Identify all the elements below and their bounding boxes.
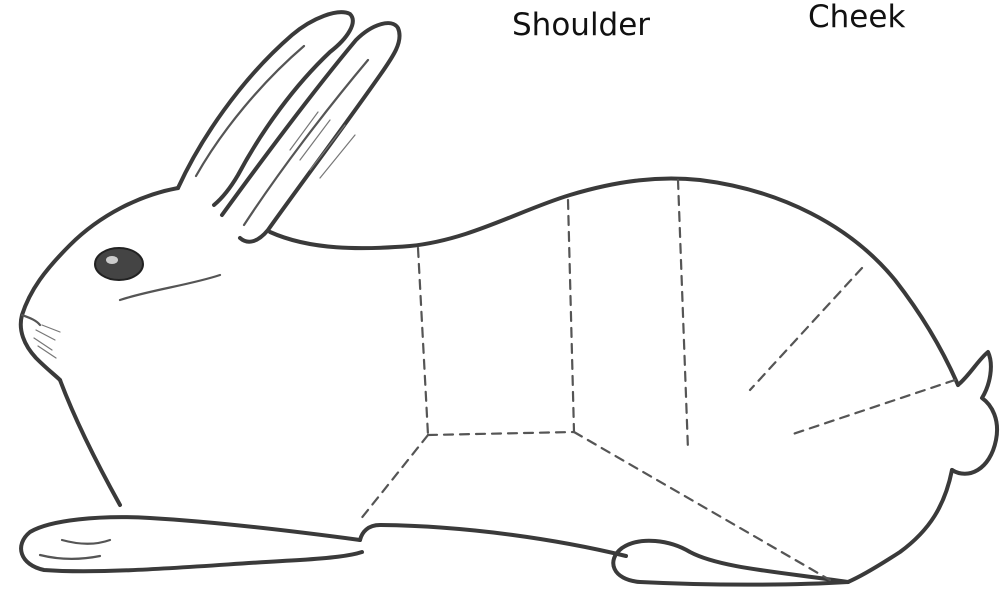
rabbit-chest-line: [60, 380, 120, 505]
cut-line-8: [790, 380, 955, 435]
rabbit-paw-toes: [40, 540, 110, 559]
rabbit-front-paw: [21, 517, 362, 571]
cut-line-1: [418, 248, 428, 435]
rabbit-back-ear: [178, 12, 353, 205]
cut-line-4: [428, 432, 574, 435]
rabbit-hind-foot: [613, 541, 848, 585]
cut-line-3: [678, 180, 688, 450]
cut-line-7: [750, 268, 862, 390]
rabbit-whisker-marks: [34, 325, 60, 358]
rabbit-belly-line: [360, 525, 626, 556]
rabbit-hind-quarter: [848, 470, 952, 582]
cut-line-2: [568, 200, 574, 432]
rabbit-head: [21, 188, 178, 380]
rabbit-back-line: [270, 179, 958, 385]
cut-line-5: [360, 435, 428, 520]
rabbit-nose: [22, 315, 40, 325]
rabbit-tail: [952, 352, 997, 474]
rabbit-eye: [95, 248, 143, 280]
rabbit-cheek-line: [120, 275, 220, 300]
